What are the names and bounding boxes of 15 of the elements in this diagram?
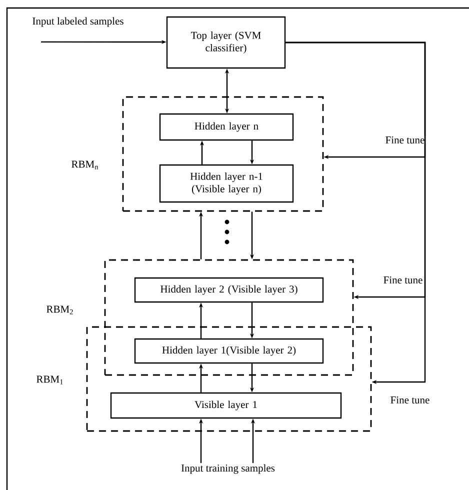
layer-box: Hidden layer 2 (Visible layer 3) [134, 277, 324, 303]
layer-box: Hidden layer n-1 (Visible layer n) [159, 164, 294, 203]
input-label: Input training samples [181, 464, 275, 474]
input-label: Input labeled samples [32, 17, 124, 27]
edge-label: Fine tune [389, 395, 431, 405]
layer-box: Top layer (SVM classifier) [166, 16, 286, 69]
group-label: RBM$_{n}$ [72, 160, 98, 170]
edge-label: Fine tune [384, 135, 426, 145]
group-label: RBM$_{1}$ [36, 376, 63, 384]
layer-box: Visible layer 1 [110, 392, 342, 419]
group-label: RBM$_{2}$ [46, 306, 73, 314]
arrow [286, 42, 426, 384]
layer-box: Hidden layer n [159, 113, 294, 141]
layer-box: Hidden layer 1(Visible layer 2) [134, 338, 324, 364]
edge-label: Fine tune [382, 275, 424, 285]
